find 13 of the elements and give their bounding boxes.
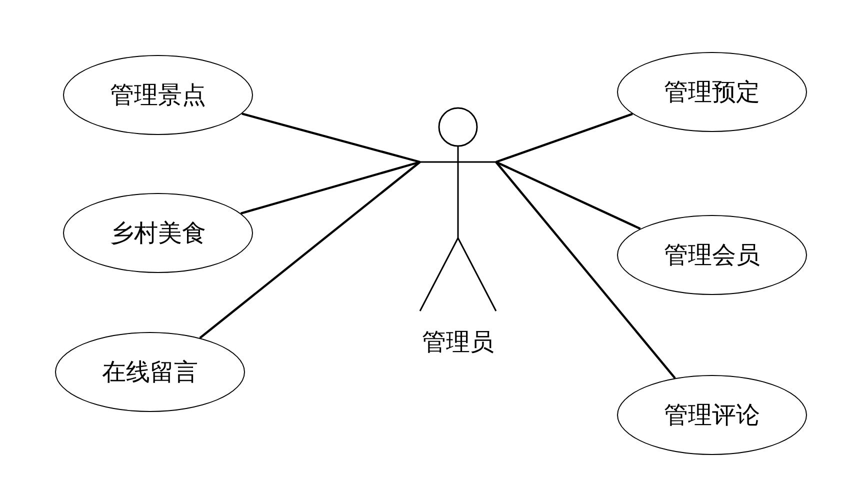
use-case-ellipse: 管理会员 — [617, 215, 807, 295]
use-case-ellipse: 管理评论 — [617, 375, 807, 455]
use-case-ellipse: 管理预定 — [617, 52, 807, 132]
association-line — [199, 161, 421, 339]
association-line — [240, 160, 420, 214]
association-line — [495, 161, 676, 379]
actor-label: 管理员 — [421, 327, 495, 358]
use-case-ellipse: 在线留言 — [55, 332, 245, 412]
use-case-ellipse: 乡村美食 — [63, 193, 253, 273]
use-case-ellipse: 管理景点 — [63, 55, 253, 135]
association-line — [242, 112, 420, 164]
association-line — [496, 161, 641, 230]
association-line — [496, 112, 633, 164]
